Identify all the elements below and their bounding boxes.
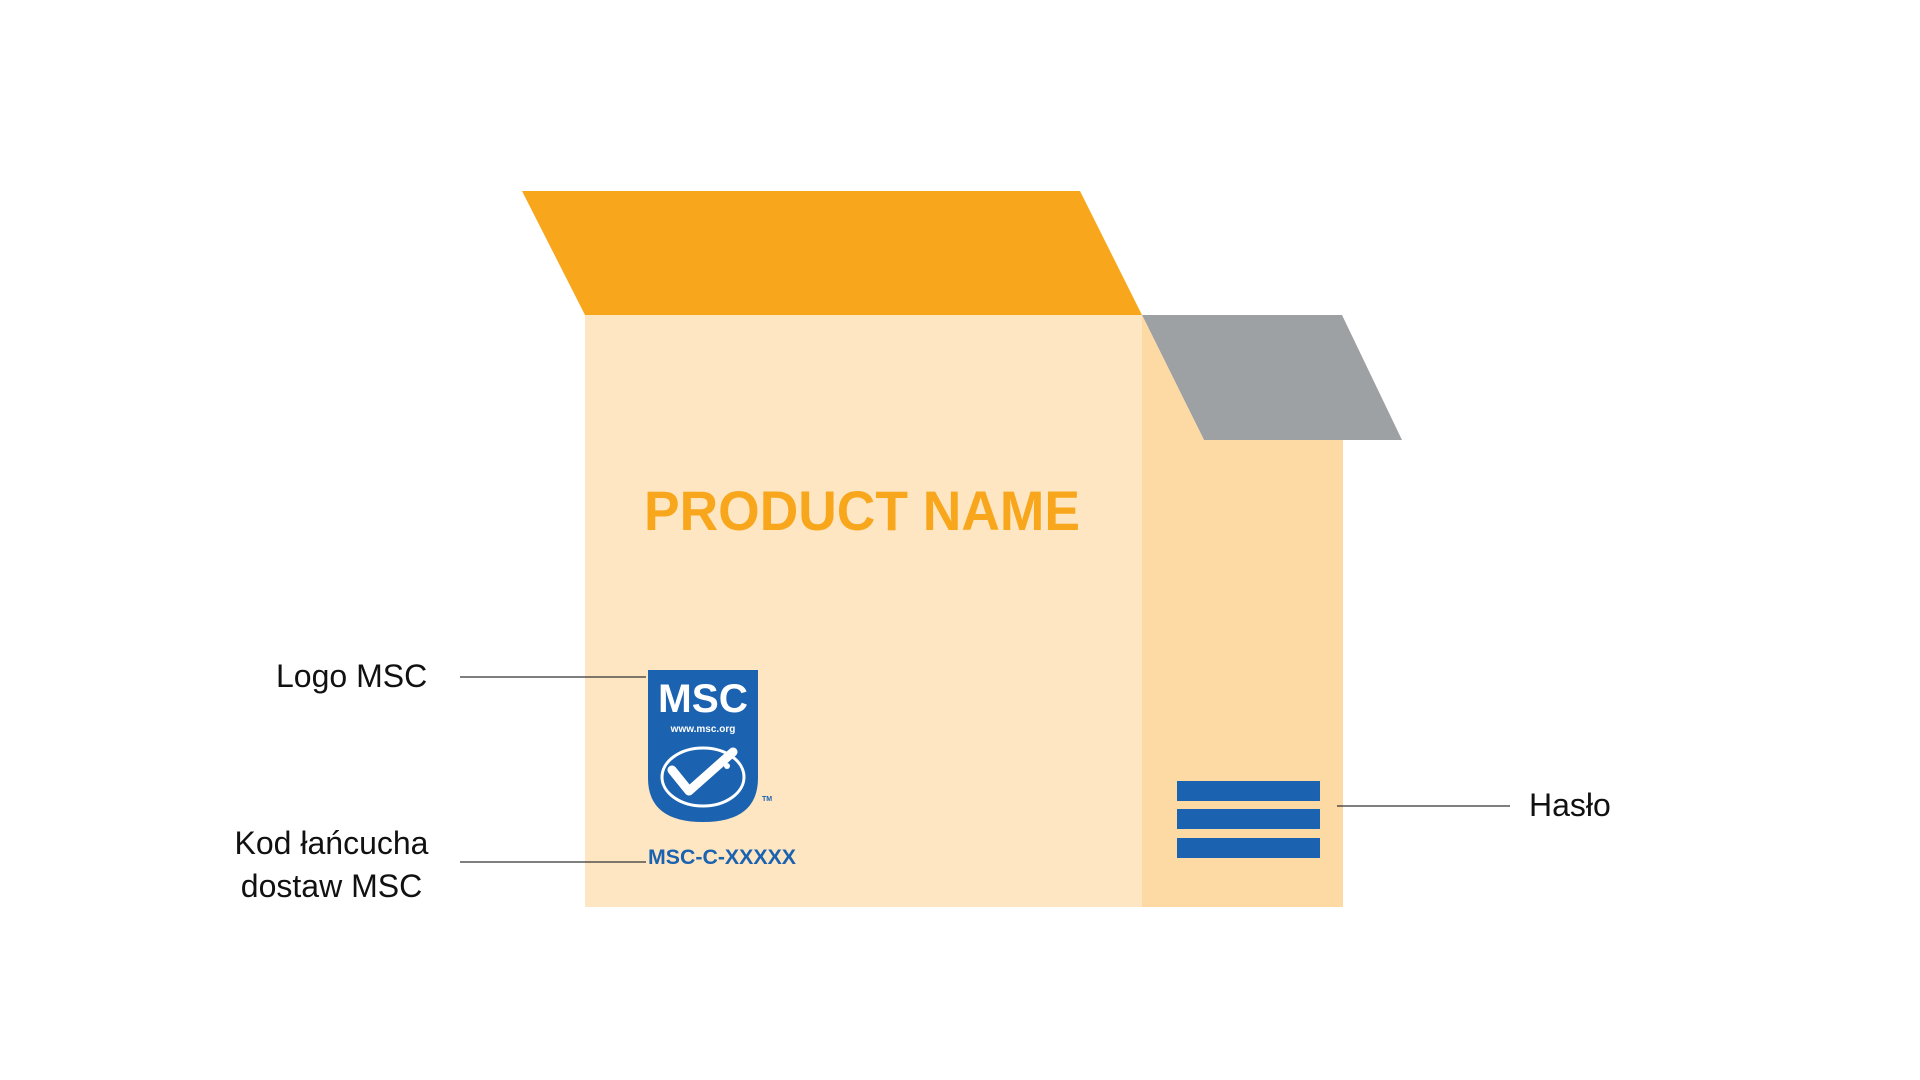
chain-code: MSC-C-XXXXX [648, 846, 796, 869]
slogan-stripe [1177, 809, 1320, 829]
msc-logo-url: www.msc.org [670, 724, 736, 735]
msc-logo-text: MSC [658, 677, 748, 721]
label-chain-code: Kod łańcucha dostaw MSC [229, 822, 434, 908]
msc-logo-shield [648, 670, 758, 822]
msc-logo-trademark: TM [762, 796, 772, 803]
label-slogan: Hasło [1529, 787, 1611, 823]
front-flap [522, 191, 1142, 315]
side-panel [1142, 315, 1343, 907]
label-chain-code-line2: dostaw MSC [240, 868, 423, 904]
label-logo: Logo MSC [276, 658, 428, 694]
slogan-stripe [1177, 781, 1320, 801]
slogan-stripe [1177, 838, 1320, 858]
side-flap [1142, 315, 1402, 440]
fish-checkmark-icon [660, 746, 746, 808]
product-name: PRODUCT NAME [644, 479, 1080, 542]
label-chain-code-line1: Kod łańcucha [234, 825, 429, 861]
slogan-stripes [1177, 781, 1320, 858]
msc-logo: MSC www.msc.org TM [648, 670, 772, 822]
front-panel [585, 315, 1142, 907]
